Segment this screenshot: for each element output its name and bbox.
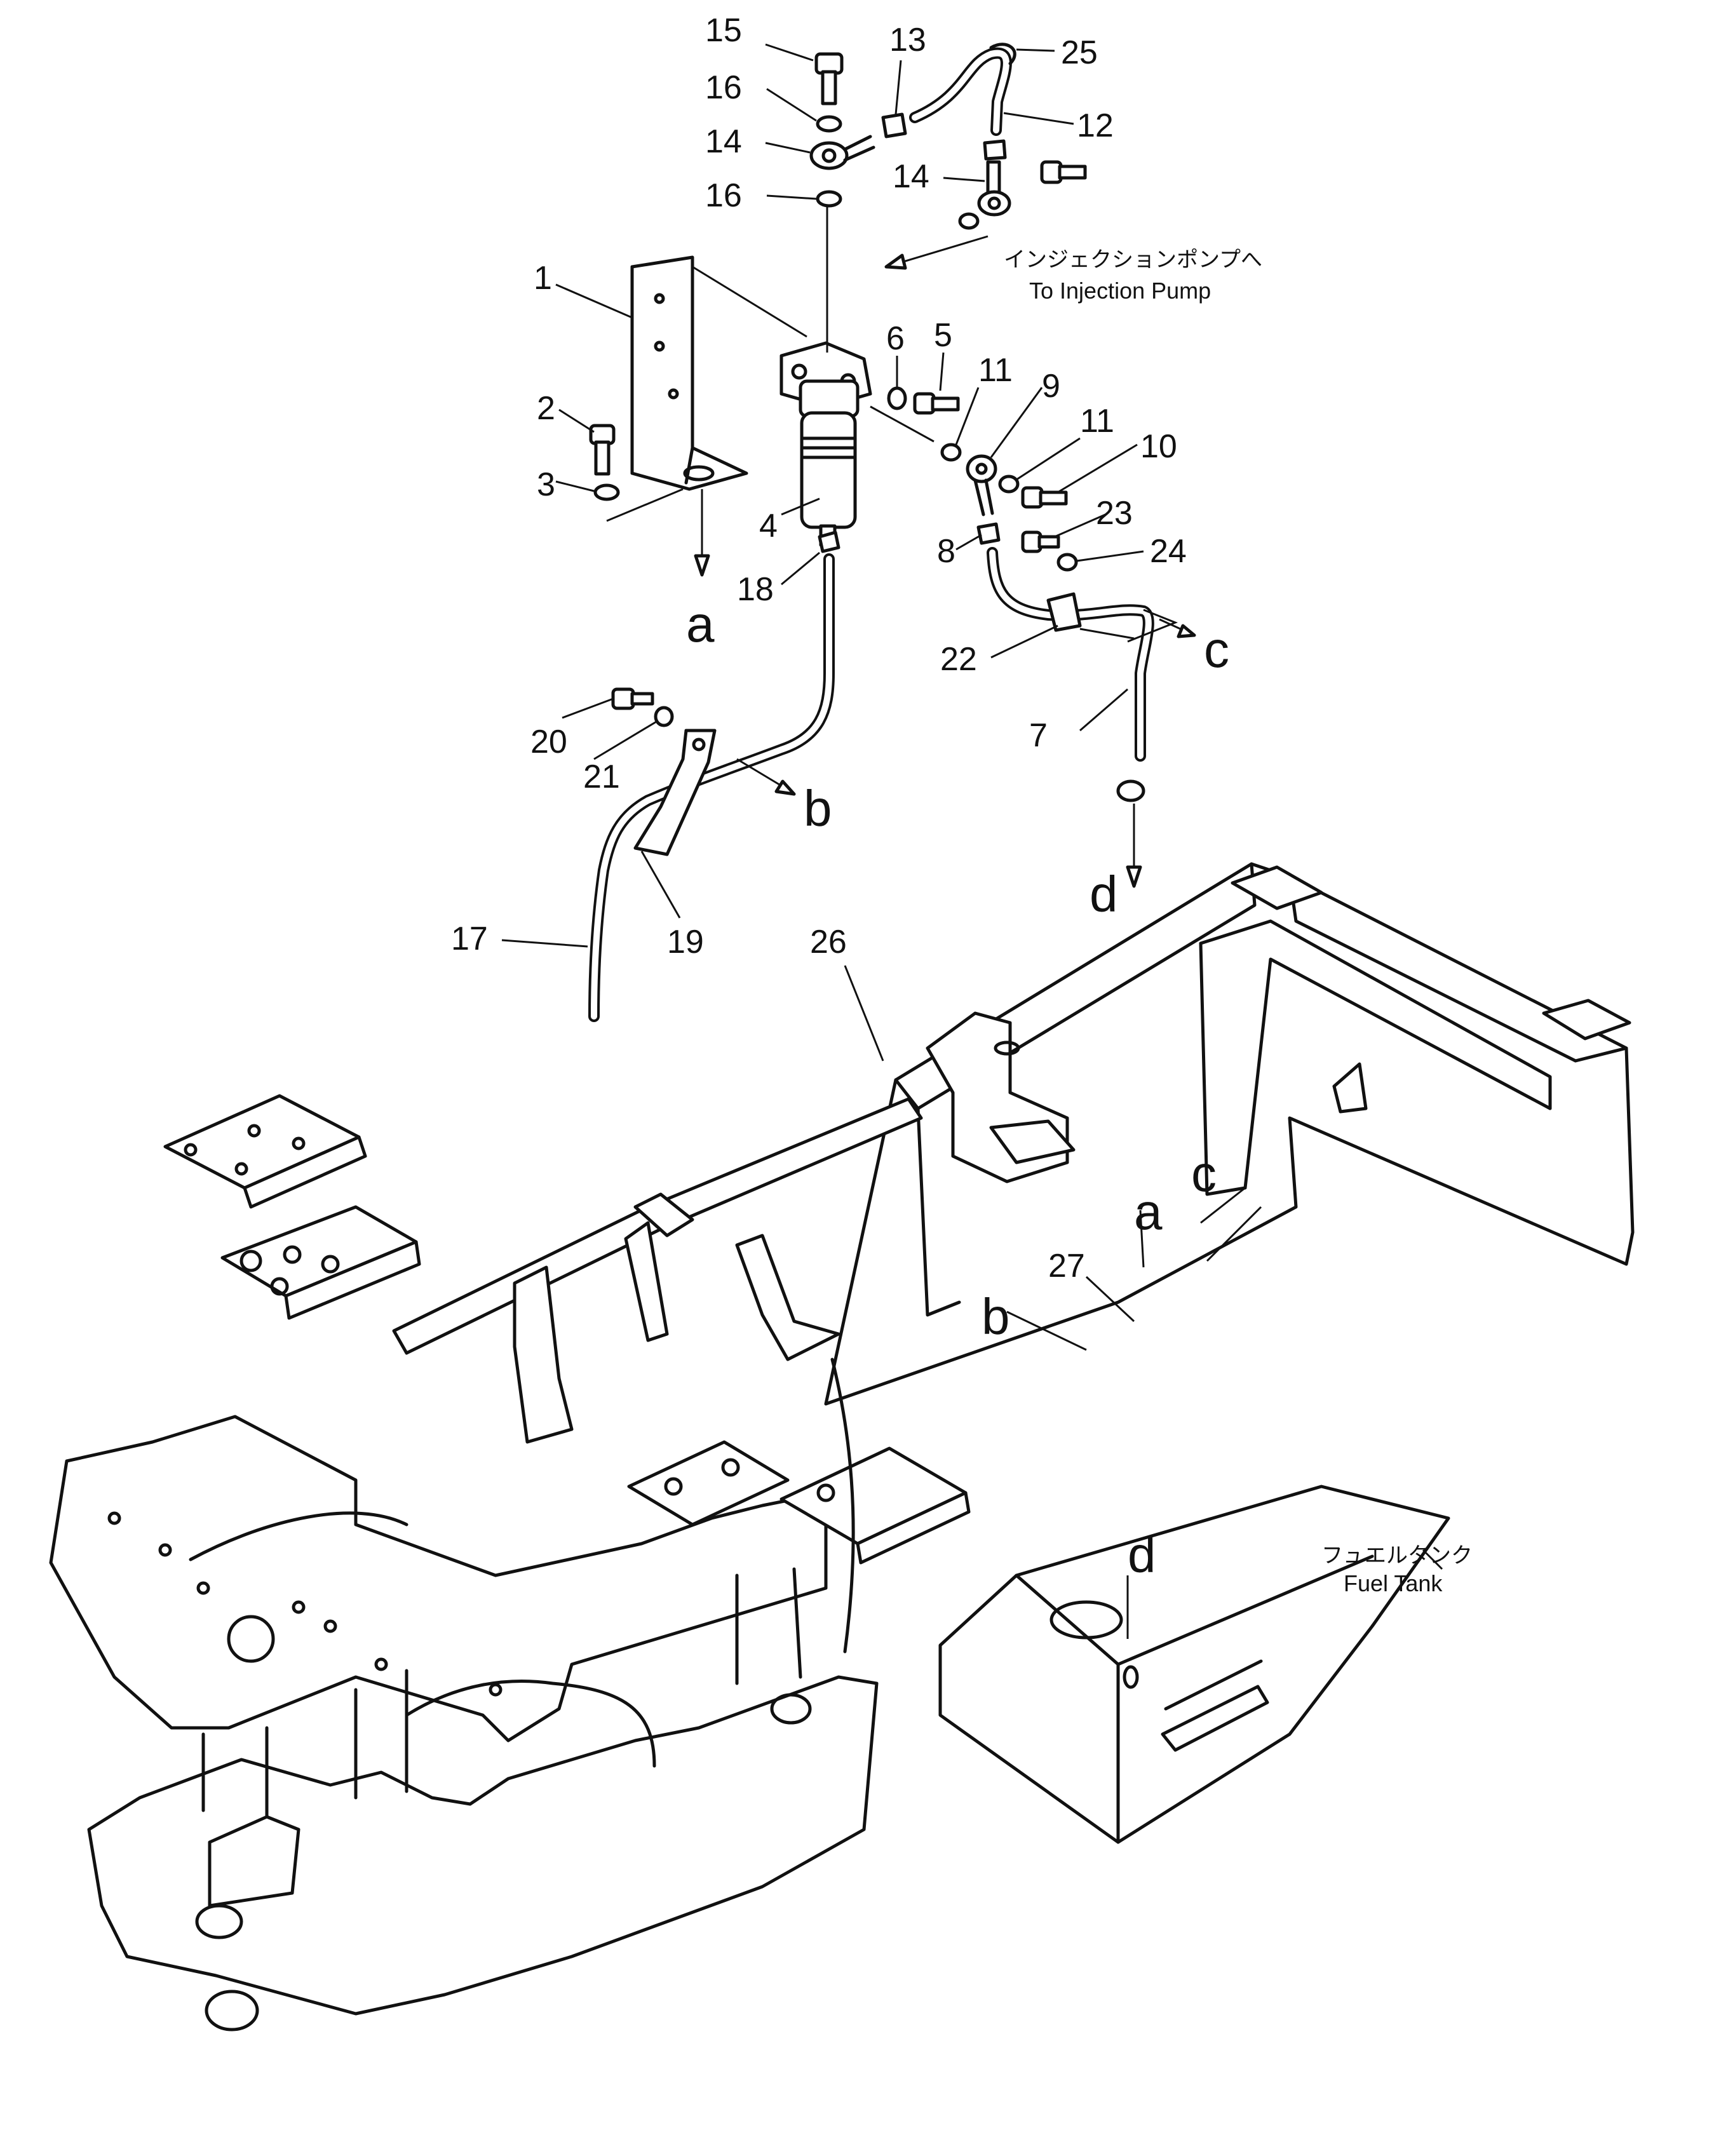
- callout-5: 5: [934, 317, 952, 354]
- note-injection-pump-en: To Injection Pump: [1029, 278, 1211, 304]
- callout-17: 17: [451, 920, 488, 957]
- hose-clamp-13: [881, 112, 907, 138]
- arrow-to-b-head: [774, 779, 796, 796]
- washer-11-left: [940, 443, 962, 462]
- connection-letters: a b c d c a b d: [686, 596, 1229, 1583]
- note-fuel-tank-jp: フュエルタンク: [1321, 1543, 1473, 1568]
- callout-22: 22: [940, 641, 977, 678]
- eye-joint-9: [966, 454, 997, 516]
- notes: インジェクションポンプへ To Injection Pump フュエルタンク F…: [1004, 247, 1473, 1596]
- hose-clamp-8: [976, 522, 1001, 545]
- fuel-filter: [779, 200, 872, 547]
- bolt-2: [589, 424, 616, 476]
- washer-upper-right: [958, 212, 980, 230]
- bolt-20: [611, 687, 654, 710]
- callout-15: 15: [705, 12, 742, 49]
- arrow-to-d-head: [1126, 865, 1142, 888]
- callout-labels: 15 16 14 16 13 25 12 14 1 2 3 4 18 6 5 1…: [451, 12, 1187, 1284]
- callout-21: 21: [583, 758, 620, 795]
- letter-b-top: b: [804, 780, 832, 837]
- bolt-15: [814, 52, 844, 105]
- fuel-tank: [938, 1485, 1450, 1844]
- callout-14-right: 14: [893, 158, 929, 195]
- letter-d-top: d: [1090, 866, 1118, 922]
- injection-pump-arrowhead: [884, 253, 907, 270]
- callout-11-left: 11: [978, 352, 1013, 389]
- eye-joint-14-left: [809, 135, 875, 170]
- letter-d-tank: d: [1128, 1526, 1156, 1583]
- callout-6: 6: [886, 320, 905, 357]
- callout-9: 9: [1042, 368, 1060, 405]
- callout-11-right: 11: [1080, 403, 1114, 440]
- letter-a-top: a: [686, 596, 715, 652]
- clip-22: [1046, 592, 1082, 632]
- bolt-upper-right: [1040, 160, 1087, 184]
- letter-a-frame: a: [1134, 1183, 1163, 1240]
- washer-11-right: [998, 475, 1020, 494]
- note-fuel-tank-en: Fuel Tank: [1344, 1570, 1443, 1596]
- arrow-to-c-head: [1177, 624, 1196, 638]
- callout-8: 8: [937, 533, 955, 570]
- callout-23: 23: [1096, 495, 1133, 532]
- callout-27: 27: [1048, 1248, 1085, 1284]
- bolt-5: [913, 392, 960, 415]
- washer-24: [1056, 553, 1078, 572]
- callout-19: 19: [667, 924, 704, 960]
- callout-20: 20: [530, 724, 567, 760]
- callout-3: 3: [537, 466, 555, 503]
- washer-3: [593, 483, 620, 501]
- letter-c-top: c: [1204, 621, 1229, 678]
- clip-22-lead: [1079, 628, 1135, 640]
- callout-18: 18: [737, 571, 774, 608]
- leader-lines: [501, 43, 1443, 1639]
- callout-25: 25: [1061, 34, 1098, 71]
- callout-26: 26: [810, 924, 847, 960]
- callout-1: 1: [534, 260, 552, 297]
- callout-4: 4: [759, 508, 778, 544]
- washer-6: [887, 386, 907, 410]
- note-injection-pump-jp: インジェクションポンプへ: [1004, 247, 1262, 273]
- callout-13: 13: [889, 22, 926, 58]
- return-hose-12: [909, 47, 1012, 136]
- arrow-to-b: [736, 758, 785, 789]
- hose-clamp-d: [1116, 779, 1145, 802]
- callout-24: 24: [1150, 533, 1187, 570]
- washer-21: [654, 706, 674, 727]
- hose-clamp-14-right: [977, 139, 1011, 217]
- main-frame: [49, 862, 1635, 2031]
- bolt-23: [1021, 530, 1060, 553]
- callout-16-lower: 16: [705, 177, 742, 214]
- filter-outlet-line: [870, 405, 935, 443]
- arrow-to-a-head: [694, 554, 710, 577]
- callout-2: 2: [537, 390, 555, 427]
- letter-c-frame: c: [1191, 1145, 1217, 1202]
- clip-25: [989, 43, 1016, 65]
- callout-12: 12: [1077, 107, 1114, 144]
- hose-7-bracket: [1127, 609, 1178, 643]
- fuel-hose-17: [588, 553, 835, 1022]
- washer-16-upper: [816, 115, 842, 133]
- callout-7: 7: [1029, 717, 1048, 754]
- callout-14-left: 14: [705, 123, 742, 160]
- washer-16-lower: [816, 190, 842, 208]
- filter-bracket: [606, 255, 807, 522]
- fuel-hose-7: [987, 547, 1154, 762]
- letter-b-frame: b: [982, 1288, 1010, 1345]
- bolt-10: [1021, 486, 1068, 509]
- fuel-filter-assembly: [588, 43, 1196, 1022]
- callout-16-upper: 16: [705, 69, 742, 106]
- hose-clamp-18: [818, 530, 840, 553]
- callout-10: 10: [1140, 428, 1177, 465]
- hose-bracket-19: [633, 729, 717, 856]
